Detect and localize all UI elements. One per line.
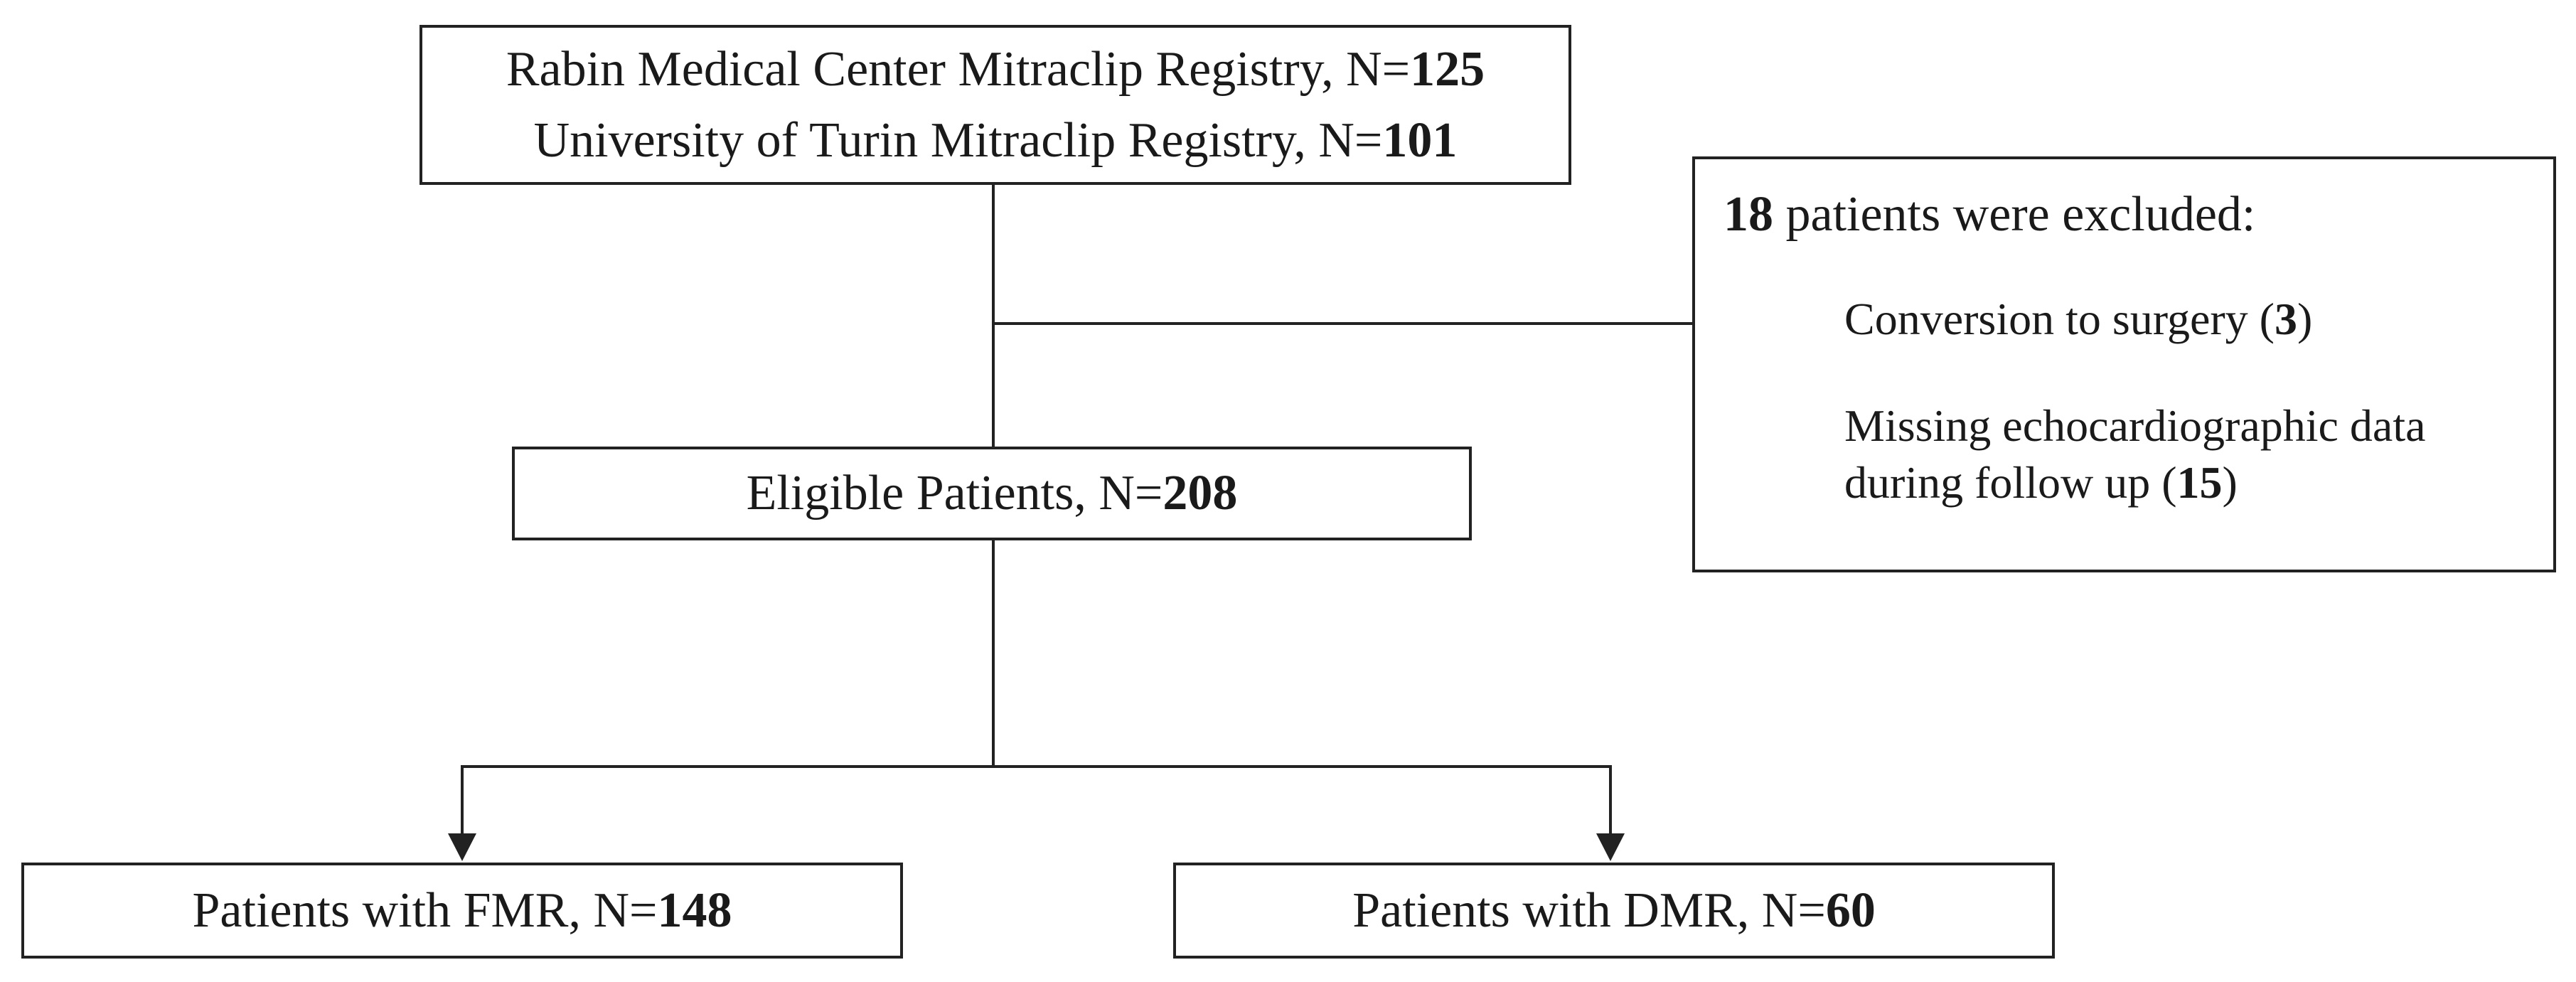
excluded-count: 18 bbox=[1723, 187, 1773, 242]
exclusion-reason-surgery-close: ) bbox=[2297, 294, 2313, 344]
exclusion-reason-missing-echo: Missing echocardiographic data during fo… bbox=[1844, 397, 2426, 511]
eligible-label: Eligible Patients, N= bbox=[746, 466, 1163, 521]
fmr-line: Patients with FMR, N=148 bbox=[193, 875, 732, 946]
registry-line-turin: University of Turin Mitraclip Registry, … bbox=[534, 105, 1458, 176]
registry-turin-count: 101 bbox=[1382, 112, 1458, 168]
fmr-count: 148 bbox=[657, 882, 732, 938]
registry-line-rabin: Rabin Medical Center Mitraclip Registry,… bbox=[506, 34, 1485, 105]
eligible-box: Eligible Patients, N=208 bbox=[512, 447, 1472, 540]
dmr-count: 60 bbox=[1825, 882, 1876, 938]
exclusion-reason-surgery-label: Conversion to surgery ( bbox=[1844, 294, 2275, 344]
registry-turin-label: University of Turin Mitraclip Registry, … bbox=[533, 112, 1383, 168]
arrowhead-dmr bbox=[1596, 833, 1625, 861]
dmr-line: Patients with DMR, N=60 bbox=[1352, 875, 1876, 946]
fmr-label: Patients with FMR, N= bbox=[192, 882, 658, 938]
exclusion-reason-surgery-count: 3 bbox=[2274, 294, 2297, 344]
registry-rabin-label: Rabin Medical Center Mitraclip Registry,… bbox=[506, 41, 1411, 97]
registry-rabin-count: 125 bbox=[1410, 41, 1485, 97]
eligible-count: 208 bbox=[1163, 466, 1238, 521]
exclusion-reason-missing-echo-label: during follow up ( bbox=[1844, 457, 2177, 508]
registry-box: Rabin Medical Center Mitraclip Registry,… bbox=[419, 25, 1571, 185]
fmr-box: Patients with FMR, N=148 bbox=[21, 863, 903, 959]
dmr-label: Patients with DMR, N= bbox=[1352, 882, 1826, 938]
exclusion-reason-surgery: Conversion to surgery (3) bbox=[1844, 291, 2312, 348]
arrowhead-fmr bbox=[448, 833, 476, 861]
excluded-box: 18 patients were excluded: Conversion to… bbox=[1692, 156, 2556, 572]
eligible-line: Eligible Patients, N=208 bbox=[747, 458, 1238, 529]
excluded-header-label: patients were excluded: bbox=[1773, 187, 2256, 242]
exclusion-reason-missing-echo-count: 15 bbox=[2176, 457, 2223, 508]
exclusion-reason-missing-echo-close: ) bbox=[2222, 457, 2238, 508]
excluded-header: 18 patients were excluded: bbox=[1723, 179, 2255, 250]
exclusion-reason-missing-echo-line2: during follow up (15) bbox=[1844, 454, 2426, 511]
dmr-box: Patients with DMR, N=60 bbox=[1173, 863, 2055, 959]
exclusion-reason-missing-echo-line1: Missing echocardiographic data bbox=[1844, 400, 2426, 451]
